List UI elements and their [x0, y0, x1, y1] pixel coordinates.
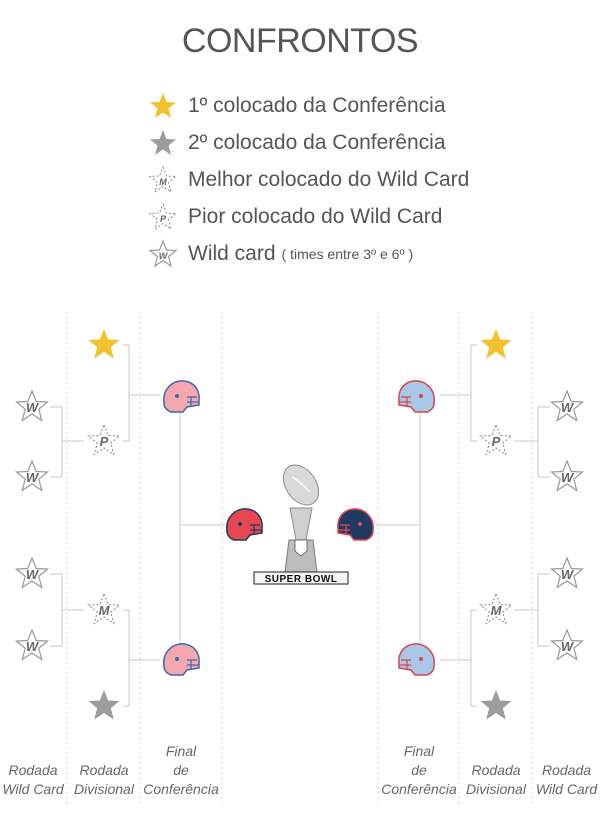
trophy-label: SUPER BOWL: [265, 574, 338, 585]
seed-letter: P: [160, 214, 167, 224]
column-label-divisional-left: Rodada Divisional: [74, 762, 134, 797]
seed-letter: W: [561, 470, 575, 485]
helmet-icon: [163, 643, 200, 676]
super-bowl-trophy-icon: SUPER BOWL: [253, 464, 349, 585]
legend-item-second-seed: 2º colocado da Conferência: [148, 128, 446, 158]
legend-label: Melhor colocado do Wild Card: [188, 168, 470, 191]
legend-item-best-wildcard: M Melhor colocado do Wild Card: [148, 165, 469, 195]
dashed-star-m-icon: M: [148, 165, 178, 194]
column-label-wildcard-right: Rodada Wild Card: [535, 762, 598, 797]
seed-letter: W: [159, 251, 169, 261]
column-label-final-right: Final de Conferência: [381, 743, 457, 797]
legend-label: 2º colocado da Conferência: [188, 131, 446, 154]
wildcard-seeds-right: W W W W: [550, 390, 584, 661]
column-separators: [66, 312, 533, 805]
best-wildcard-star-icon: M: [480, 593, 512, 624]
legend-label: 1º colocado da Conferência: [188, 94, 446, 117]
legend-label: Pior colocado do Wild Card: [188, 205, 443, 228]
gold-star-icon: [88, 329, 120, 359]
seed-letter: P: [492, 434, 501, 449]
best-wildcard-star-icon: M: [88, 593, 120, 624]
helmet-icon: [398, 380, 435, 413]
worst-wildcard-star-icon: P: [480, 424, 512, 455]
helmet-icon: [226, 508, 263, 541]
helmet-icon: [337, 508, 374, 541]
legend-item-first-seed: 1º colocado da Conferência: [148, 91, 446, 121]
wildcard-star-icon: W: [550, 390, 584, 422]
wildcard-star-icon: W: [15, 460, 49, 492]
gold-star-icon: [150, 93, 176, 118]
legend-label: Wild card: [188, 242, 276, 265]
dashed-star-p-icon: P: [148, 202, 178, 231]
legend-note: ( times entre 3º e 6º ): [281, 246, 414, 262]
page-title: CONFRONTOS: [181, 22, 419, 60]
seed-letter: W: [26, 470, 40, 485]
wildcard-star-icon: W: [550, 460, 584, 492]
seed-letter: W: [26, 567, 40, 582]
legend-item-worst-wildcard: P Pior colocado do Wild Card: [148, 202, 442, 232]
bracket-lines: [50, 344, 550, 707]
gold-star-icon: [480, 329, 512, 359]
wildcard-seeds-left: W W W W: [15, 390, 49, 661]
column-label-divisional-right: Rodada Divisional: [466, 762, 526, 797]
legend-item-wildcard: W Wild card ( times entre 3º e 6º ): [148, 239, 413, 269]
wildcard-star-icon: W: [550, 629, 584, 661]
gray-star-icon: [88, 690, 120, 720]
wildcard-star-icon: W: [15, 629, 49, 661]
helmet-icon: [163, 380, 200, 413]
wildcard-star-icon: W: [15, 390, 49, 422]
wildcard-star-icon: W: [15, 557, 49, 589]
seed-letter: P: [100, 434, 109, 449]
column-label-final-left: Final de Conferência: [143, 743, 219, 797]
gray-star-icon: [150, 130, 176, 155]
seed-letter: W: [26, 639, 40, 654]
seed-letter: M: [491, 603, 503, 618]
seed-letter: M: [99, 603, 111, 618]
seed-letter: W: [561, 639, 575, 654]
seed-letter: W: [561, 400, 575, 415]
gray-star-icon: [480, 690, 512, 720]
wildcard-star-icon: W: [550, 557, 584, 589]
column-label-wildcard-left: Rodada Wild Card: [2, 762, 64, 797]
worst-wildcard-star-icon: P: [88, 424, 120, 455]
seed-letter: W: [561, 567, 575, 582]
seed-letter: M: [159, 177, 167, 187]
helmet-icon: [398, 643, 435, 676]
outline-star-w-icon: W: [148, 239, 178, 268]
seed-letter: W: [26, 400, 40, 415]
